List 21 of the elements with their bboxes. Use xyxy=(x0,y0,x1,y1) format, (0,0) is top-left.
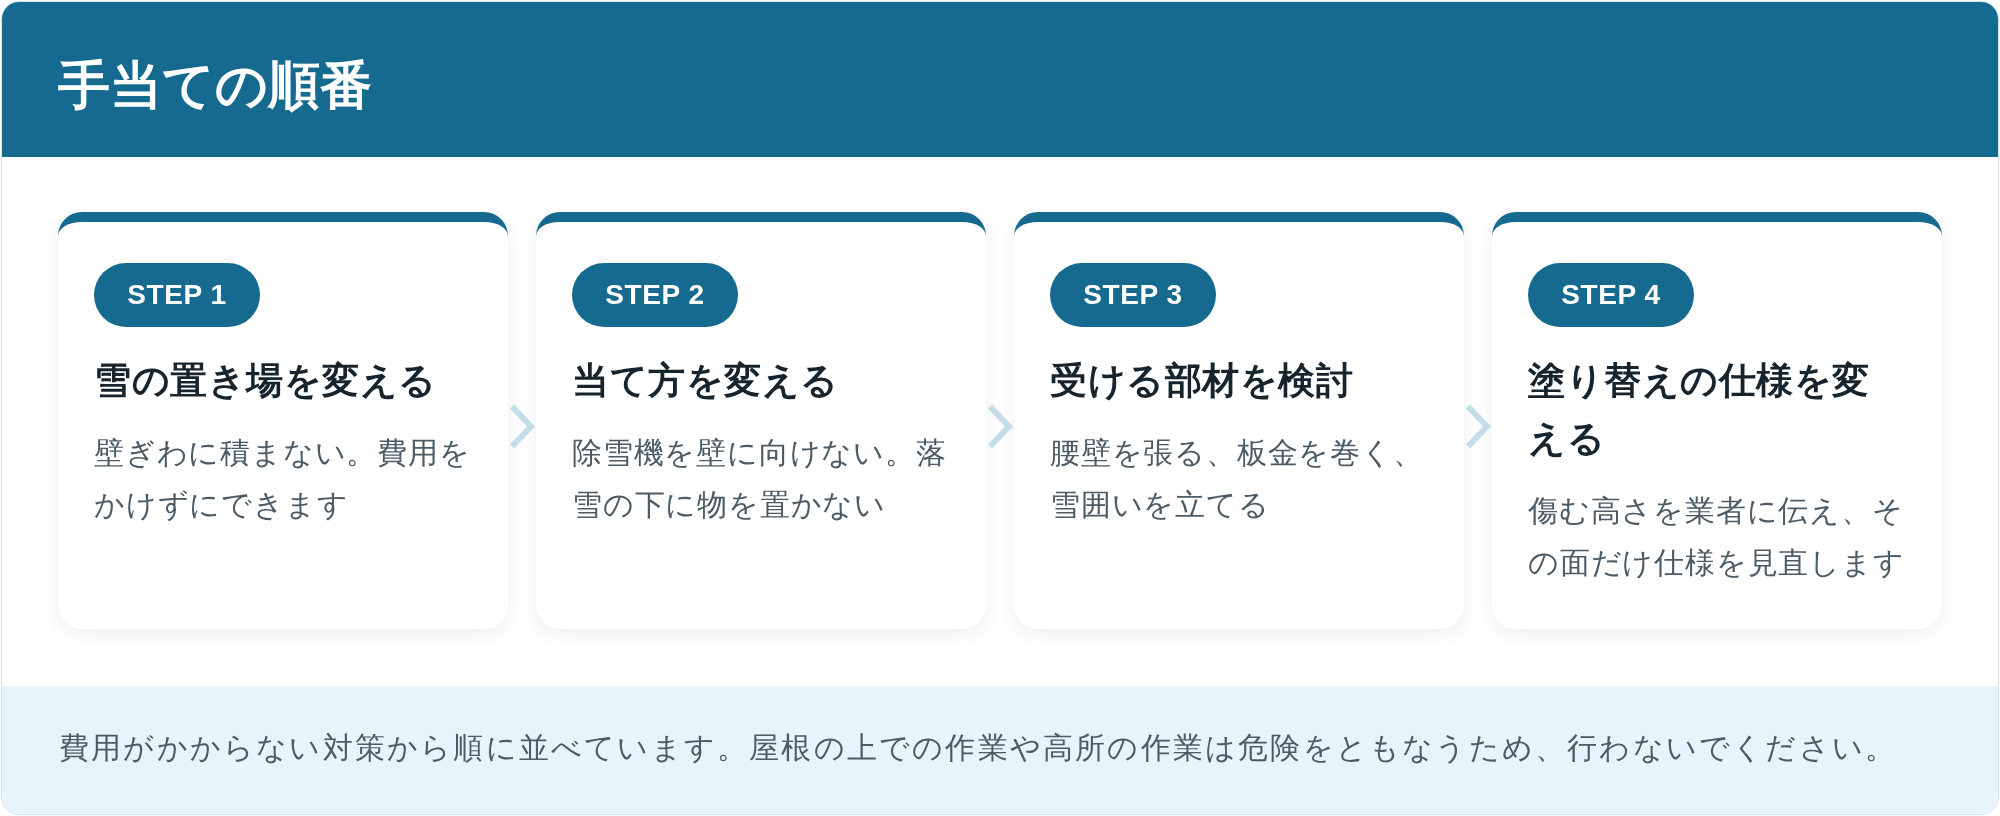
step-card xyxy=(1014,212,1464,629)
chevron-arrow xyxy=(509,404,536,449)
step-description: 除雪機を壁に向けない。落雪の下に物を置かない xyxy=(572,434,948,524)
step-title: 塗り替えの仕様を変える xyxy=(1528,358,1871,462)
step-badge: STEP 2 xyxy=(572,263,738,327)
step-description: 傷む高さを業者に伝え、その面だけ仕様を見直します xyxy=(1528,492,1906,582)
step-badge: STEP 3 xyxy=(1050,263,1216,327)
step-title: 受ける部材を検討 xyxy=(1050,358,1354,404)
chevron-arrow xyxy=(1465,404,1492,449)
step-card xyxy=(1492,212,1942,629)
step-badge: STEP 1 xyxy=(94,263,260,327)
footer-note: 費用がかからない対策から順に並べています。屋根の上での作業や高所の作業は危険をともなうため、行わないでください。 xyxy=(59,729,1898,767)
step-title: 雪の置き場を変える xyxy=(94,358,438,404)
step-badge: STEP 4 xyxy=(1528,263,1694,327)
step-description: 壁ぎわに積まない。費用をかけずにできます xyxy=(94,434,472,524)
step-description: 腰壁を張る、板金を巻く、雪囲いを立てる xyxy=(1050,434,1425,524)
step-card xyxy=(58,212,508,629)
diagram-title: 手当ての順番 xyxy=(58,55,372,115)
chevron-arrow xyxy=(987,404,1014,449)
step-title: 当て方を変える xyxy=(572,358,840,404)
step-card xyxy=(536,212,986,629)
